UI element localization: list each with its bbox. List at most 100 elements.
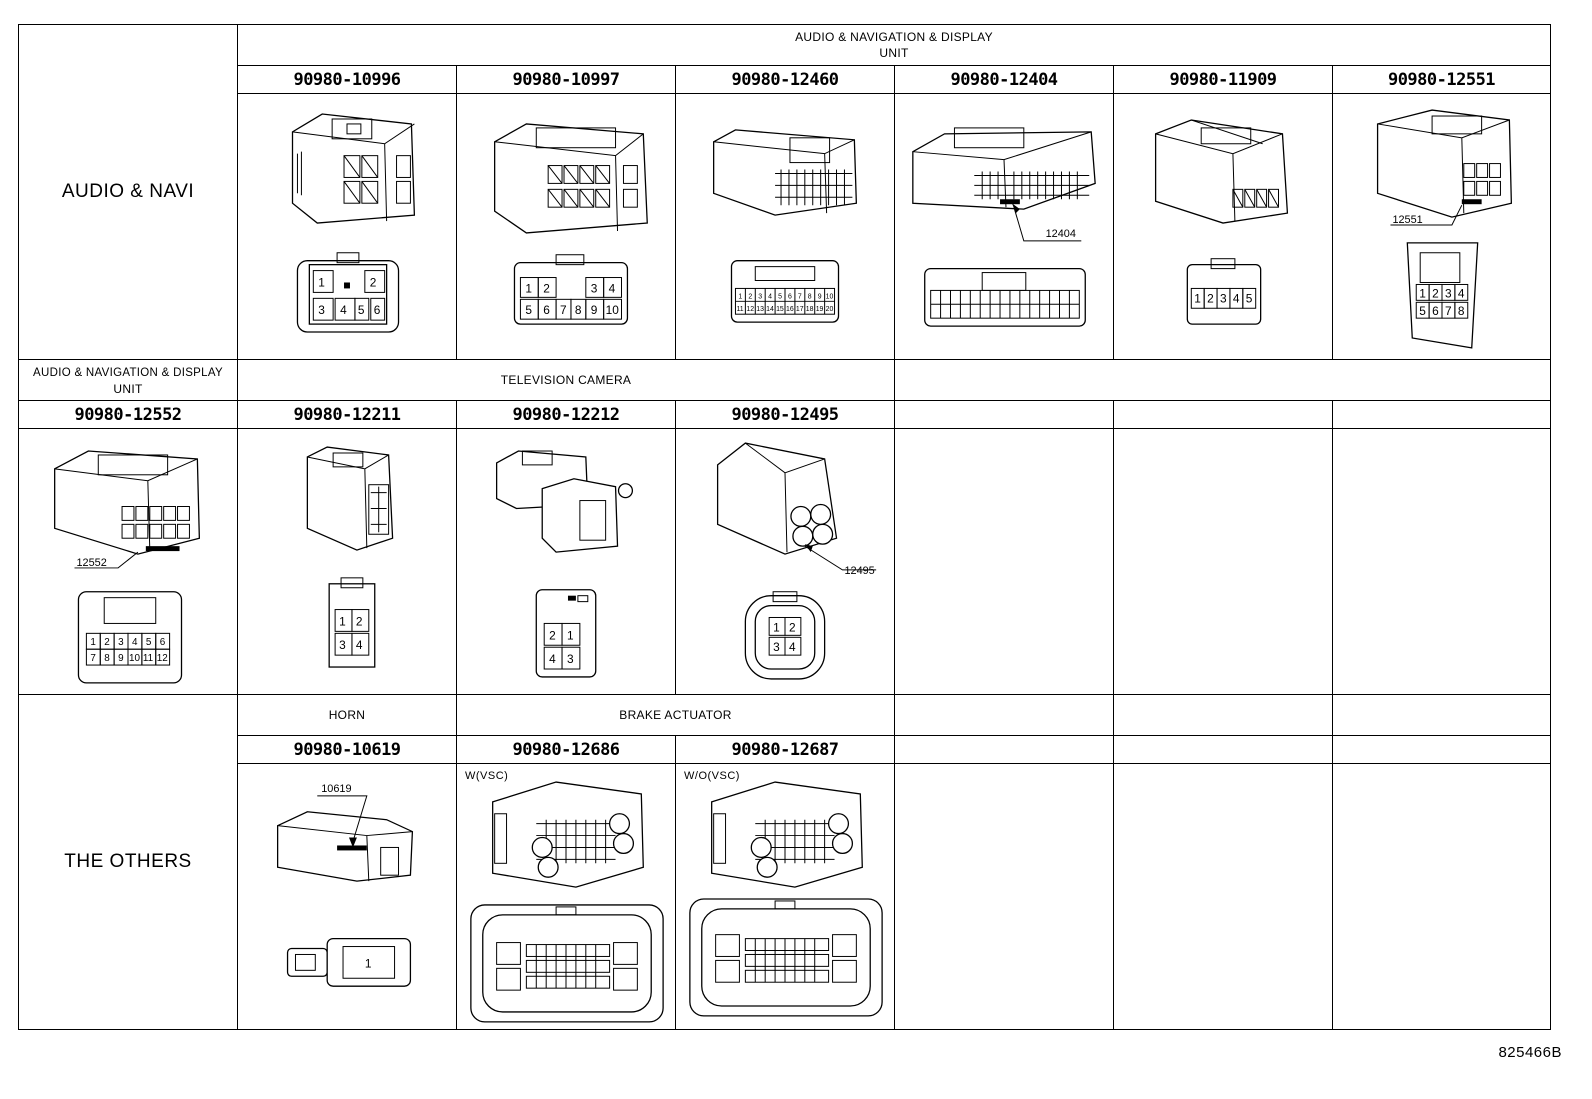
svg-text:7: 7 (1445, 304, 1452, 318)
empty-part-cell (1113, 400, 1333, 429)
svg-text:4: 4 (1233, 291, 1240, 305)
variant-tag: W/O(VSC) (684, 770, 740, 782)
svg-text:12: 12 (746, 306, 754, 313)
svg-text:6: 6 (1432, 304, 1439, 318)
connector-figure-12687: W/O(VSC) (675, 763, 895, 1030)
connector-drawing: 2 1 4 3 (495, 450, 634, 678)
svg-text:5: 5 (358, 303, 365, 317)
part-number-90980-12211: 90980-12211 (237, 400, 457, 429)
svg-text:7: 7 (90, 653, 96, 664)
svg-text:1: 1 (738, 293, 742, 300)
connector-figure-10619: 10619 1 (237, 763, 457, 1030)
svg-text:8: 8 (1458, 304, 1465, 318)
svg-text:10: 10 (606, 303, 620, 317)
svg-text:9: 9 (818, 293, 822, 300)
svg-text:5: 5 (1246, 291, 1253, 305)
svg-text:15: 15 (776, 306, 784, 313)
svg-text:1: 1 (773, 620, 780, 634)
svg-text:5: 5 (525, 303, 532, 317)
svg-text:4: 4 (356, 638, 363, 652)
connector-figure-12460: 1 2 3 4 5 6 7 8 9 10 11 12 13 14 15 16 1… (675, 93, 895, 360)
svg-text:3: 3 (567, 652, 574, 666)
group-label-the-others: THE OTHERS (18, 694, 238, 1030)
part-number-90980-12686: 90980-12686 (456, 735, 676, 764)
empty-figure-cell (894, 428, 1114, 695)
svg-text:5: 5 (1419, 304, 1426, 318)
svg-text:4: 4 (1458, 286, 1465, 300)
svg-text:2: 2 (549, 628, 556, 642)
system-header-television-camera: TELEVISION CAMERA (237, 359, 895, 401)
connector-figure-12495: 12495 1 2 3 4 (675, 428, 895, 695)
connector-drawing: 12495 1 2 3 4 (716, 442, 877, 680)
empty-figure-cell (1113, 428, 1333, 695)
system-header-horn: HORN (237, 694, 457, 736)
empty-part-cell (894, 400, 1114, 429)
svg-text:12552: 12552 (76, 557, 106, 569)
connector-drawing: 12404 (912, 127, 1096, 327)
svg-text:2: 2 (104, 637, 110, 648)
svg-text:1: 1 (1419, 286, 1426, 300)
svg-text:3: 3 (318, 303, 325, 317)
svg-text:16: 16 (786, 306, 794, 313)
svg-text:3: 3 (339, 638, 346, 652)
empty-part-cell (1332, 735, 1551, 764)
svg-text:14: 14 (766, 306, 774, 313)
connector-figure-12551: 12551 1 2 3 4 5 6 7 8 (1332, 93, 1551, 360)
empty-figure-cell (1113, 763, 1333, 1030)
empty-figure-cell (1332, 428, 1551, 695)
svg-text:9: 9 (591, 303, 598, 317)
part-number-90980-10619: 90980-10619 (237, 735, 457, 764)
empty-part-cell (1332, 400, 1551, 429)
svg-text:12404: 12404 (1046, 228, 1076, 240)
variant-tag: W(VSC) (465, 770, 509, 782)
svg-text:11: 11 (736, 306, 743, 313)
connector-drawing: 10619 1 (276, 783, 414, 987)
svg-text:3: 3 (591, 281, 598, 295)
svg-text:2: 2 (370, 275, 377, 289)
connector-figure-11909: 1 2 3 4 5 (1113, 93, 1333, 360)
part-number-90980-12495: 90980-12495 (675, 400, 895, 429)
svg-text:10619: 10619 (321, 783, 351, 795)
svg-text:6: 6 (543, 303, 550, 317)
part-number-90980-11909: 90980-11909 (1113, 65, 1333, 94)
svg-text:3: 3 (118, 637, 124, 648)
svg-text:12551: 12551 (1392, 214, 1422, 226)
svg-text:4: 4 (340, 303, 347, 317)
svg-text:3: 3 (1445, 286, 1452, 300)
svg-text:8: 8 (104, 653, 110, 664)
svg-text:3: 3 (773, 640, 780, 654)
svg-text:1: 1 (365, 956, 372, 970)
svg-text:8: 8 (575, 303, 582, 317)
connector-figure-10996: 1 2 3 4 5 6 (237, 93, 457, 360)
diagram-id: 825466B (1498, 1044, 1562, 1061)
svg-text:13: 13 (756, 306, 764, 313)
svg-text:1: 1 (339, 614, 346, 628)
connector-drawing: 12552 1 2 3 4 5 6 7 8 9 10 11 12 (54, 450, 201, 684)
svg-text:17: 17 (796, 306, 804, 313)
svg-text:3: 3 (758, 293, 762, 300)
svg-text:5: 5 (146, 637, 152, 648)
svg-text:4: 4 (549, 652, 556, 666)
empty-part-cell (894, 735, 1114, 764)
part-number-90980-12552: 90980-12552 (18, 400, 238, 429)
svg-text:2: 2 (748, 293, 752, 300)
svg-text:20: 20 (826, 306, 834, 313)
part-number-90980-10997: 90980-10997 (456, 65, 676, 94)
svg-text:9: 9 (118, 653, 124, 664)
svg-text:2: 2 (1207, 291, 1214, 305)
connector-drawing: 1 2 3 4 5 6 (291, 113, 416, 333)
svg-text:1: 1 (318, 275, 325, 289)
connector-drawing: 1 2 3 4 (306, 446, 394, 668)
connector-drawing (689, 781, 883, 1017)
empty-figure-cell (1332, 763, 1551, 1030)
svg-text:6: 6 (160, 637, 166, 648)
system-header-brake-actuator: BRAKE ACTUATOR (456, 694, 895, 736)
svg-text:6: 6 (374, 303, 381, 317)
connector-figure-12212: 2 1 4 3 (456, 428, 676, 695)
part-number-90980-12687: 90980-12687 (675, 735, 895, 764)
svg-text:5: 5 (778, 293, 782, 300)
connector-figure-12211: 1 2 3 4 (237, 428, 457, 695)
svg-text:6: 6 (788, 293, 792, 300)
connector-figure-12686: W(VSC) (456, 763, 676, 1030)
connector-figure-12552: 12552 1 2 3 4 5 6 7 8 9 10 11 12 (18, 428, 238, 695)
